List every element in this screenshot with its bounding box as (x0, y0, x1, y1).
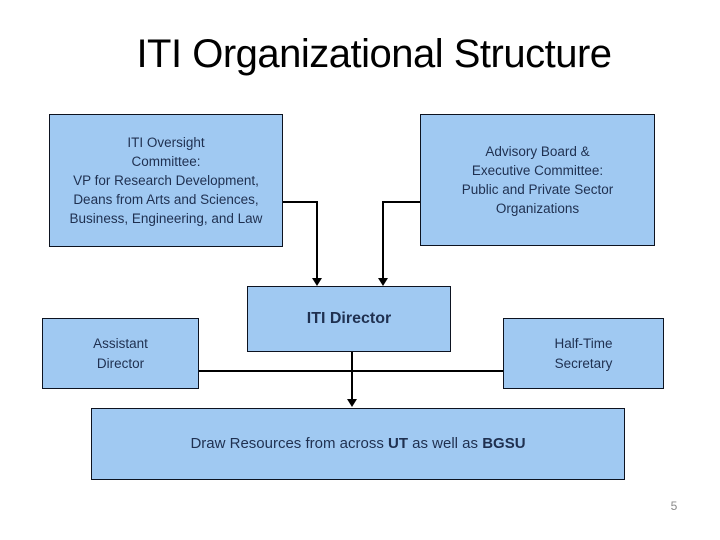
draw-resources-segment-bgsu: BGSU (482, 435, 526, 453)
assistant-director-label: Assistant Director (93, 336, 148, 371)
connector-advisory-vertical (382, 201, 384, 279)
arrowhead-oversight-down-icon (312, 278, 322, 286)
half-time-secretary-label: Half-Time Secretary (554, 336, 613, 371)
draw-resources-segment-ut: UT (388, 435, 408, 453)
connector-director-vertical (351, 352, 353, 400)
oversight-committee-box: ITI Oversight Committee: VP for Research… (49, 114, 283, 247)
oversight-committee-label: ITI Oversight Committee: VP for Research… (69, 134, 263, 227)
draw-resources-label: Draw Resources from across UT as well as… (190, 433, 525, 454)
half-time-secretary-box: Half-Time Secretary (503, 318, 664, 389)
arrowhead-advisory-down-icon (378, 278, 388, 286)
iti-director-box: ITI Director (247, 286, 451, 352)
advisory-board-label: Advisory Board & Executive Committee: Pu… (461, 143, 614, 217)
slide-title: ITI Organizational Structure (136, 32, 612, 76)
draw-resources-segment: as well as (408, 435, 483, 453)
draw-resources-segment: Draw Resources from across (190, 435, 388, 453)
arrowhead-director-down-icon (347, 399, 357, 407)
page-number: 5 (670, 499, 678, 513)
connector-advisory-horizontal (384, 201, 420, 203)
assistant-director-box: Assistant Director (42, 318, 199, 389)
advisory-board-box: Advisory Board & Executive Committee: Pu… (420, 114, 655, 246)
draw-resources-box: Draw Resources from across UT as well as… (91, 408, 625, 480)
iti-director-label: ITI Director (306, 309, 392, 327)
connector-oversight-horizontal (283, 201, 318, 203)
connector-oversight-vertical (316, 201, 318, 279)
